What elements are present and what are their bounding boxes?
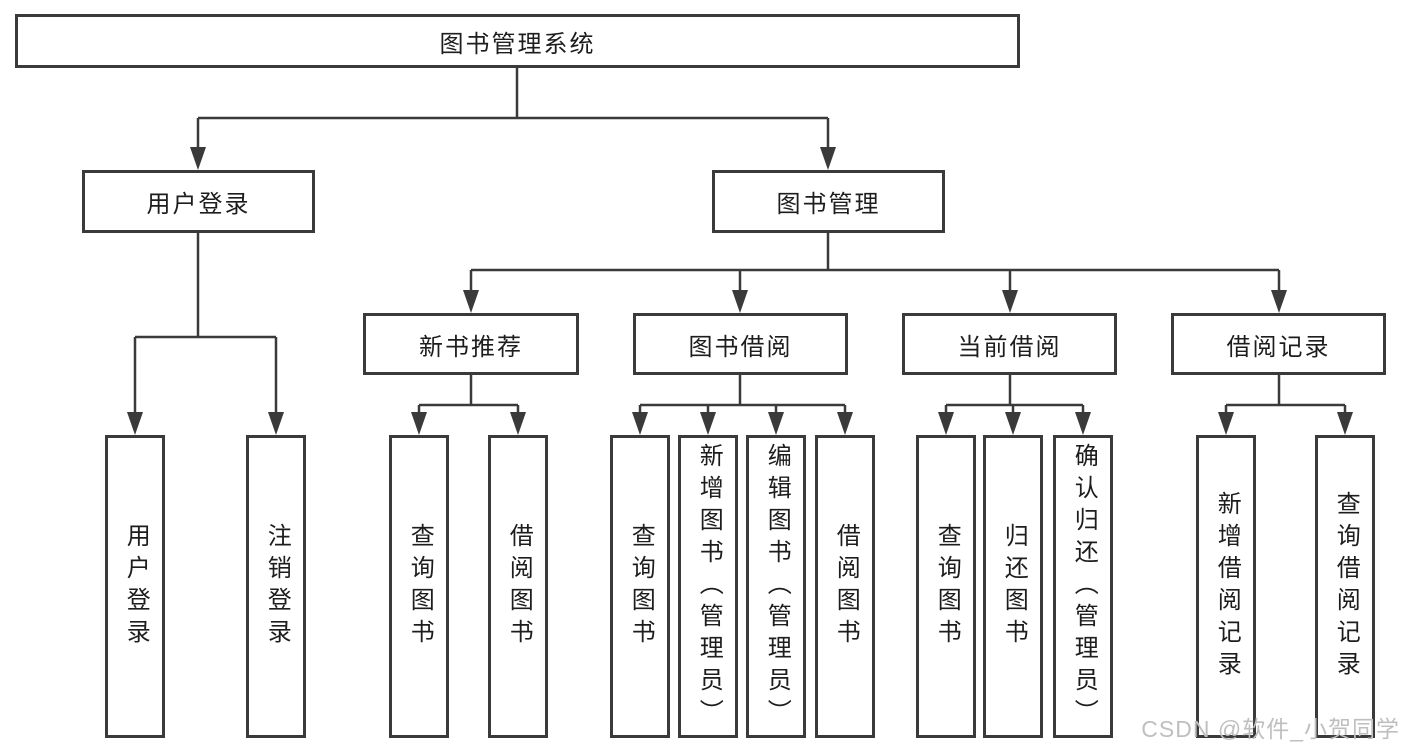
leaf-label: 借阅图书	[832, 522, 860, 651]
leaf-label: 查询图书	[627, 522, 655, 651]
connector-book-mgmt-to-level3	[469, 233, 1281, 292]
node-label: 图书管理	[776, 191, 881, 218]
node-book-management: 图书管理	[712, 170, 945, 233]
leaf-add-borrow-record: 新增借阅记录	[1196, 435, 1256, 738]
connector-root-to-level2	[196, 68, 830, 150]
leaf-label: 新增图书（管理员）	[695, 442, 723, 731]
leaf-label: 确认归还（管理员）	[1070, 442, 1098, 731]
leaf-confirm-return-admin: 确认归还（管理员）	[1053, 435, 1113, 738]
leaf-label: 查询图书	[406, 522, 434, 651]
leaf-borrow-books: 借阅图书	[815, 435, 875, 738]
node-new-book-recommend: 新书推荐	[363, 313, 579, 375]
node-user-login: 用户登录	[82, 170, 315, 233]
csdn-watermark: CSDN @软件_小贺同学	[1141, 716, 1400, 742]
leaf-edit-books-admin: 编辑图书（管理员）	[746, 435, 806, 738]
node-label: 借阅记录	[1226, 333, 1331, 361]
leaf-query-books-borrowing: 查询图书	[610, 435, 670, 738]
leaf-logout: 注销登录	[246, 435, 306, 738]
node-borrowing-records: 借阅记录	[1171, 313, 1386, 375]
leaf-borrow-books-recommend: 借阅图书	[488, 435, 548, 738]
leaf-label: 查询图书	[933, 522, 961, 651]
node-book-borrowing: 图书借阅	[633, 313, 848, 375]
connector-current-borrowing-to-leaves	[944, 375, 1085, 414]
leaf-label: 用户登录	[122, 522, 150, 651]
node-current-borrowing: 当前借阅	[902, 313, 1117, 375]
node-label: 图书借阅	[688, 333, 793, 361]
arrowheads	[127, 147, 1353, 435]
node-label: 图书管理系统	[439, 30, 596, 58]
node-label: 新书推荐	[419, 333, 523, 361]
leaf-label: 查询借阅记录	[1332, 490, 1360, 683]
leaf-label: 归还图书	[1000, 522, 1028, 651]
leaf-add-books-admin: 新增图书（管理员）	[678, 435, 738, 738]
node-root-library-system: 图书管理系统	[15, 14, 1020, 68]
leaf-user-login: 用户登录	[105, 435, 165, 738]
connector-new-book-to-leaves	[417, 375, 520, 414]
node-label: 用户登录	[146, 191, 251, 218]
leaf-query-borrow-record: 查询借阅记录	[1315, 435, 1375, 738]
leaf-return-books: 归还图书	[983, 435, 1043, 738]
leaf-label: 编辑图书（管理员）	[763, 442, 791, 731]
connector-book-borrowing-to-leaves	[638, 375, 847, 414]
connector-borrowing-records-to-leaves	[1224, 375, 1347, 414]
leaf-query-books-recommend: 查询图书	[389, 435, 449, 738]
leaf-label: 新增借阅记录	[1213, 490, 1241, 683]
node-label: 当前借阅	[957, 333, 1062, 361]
leaf-query-books-current: 查询图书	[916, 435, 976, 738]
leaf-label: 借阅图书	[505, 522, 533, 651]
connector-user-login-to-leaves	[133, 233, 278, 414]
leaf-label: 注销登录	[263, 522, 291, 651]
